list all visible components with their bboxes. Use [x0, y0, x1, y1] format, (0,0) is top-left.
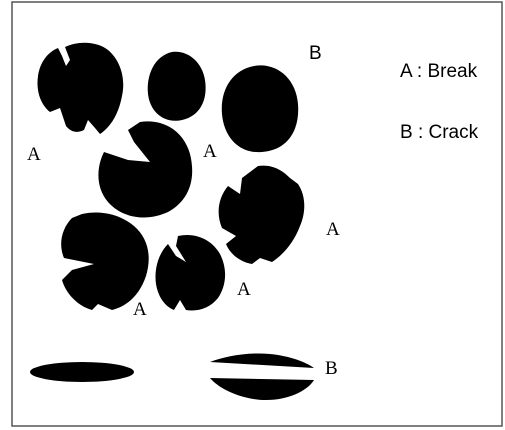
particle-broken-5 — [156, 235, 226, 311]
crack-marker-2: B — [325, 358, 338, 379]
particle-broken-3 — [219, 166, 305, 264]
particle-round-1 — [148, 52, 206, 121]
particle-flat — [30, 362, 134, 382]
particle-round-2 — [222, 65, 298, 152]
legend-break-entry: A : Break — [400, 61, 478, 82]
break-marker-4: A — [237, 279, 251, 300]
legend-crack-entry: B : Crack — [400, 122, 479, 143]
break-marker-5: A — [133, 299, 147, 320]
particle-broken-4 — [61, 213, 149, 311]
particle-cracked-flat — [210, 353, 314, 400]
crack-marker-1: B — [309, 43, 322, 64]
break-marker-2: A — [203, 141, 217, 162]
particle-broken-1 — [38, 43, 124, 134]
break-marker-1: A — [27, 144, 41, 165]
break-marker-3: A — [326, 219, 340, 240]
particle-broken-2 — [98, 121, 192, 217]
